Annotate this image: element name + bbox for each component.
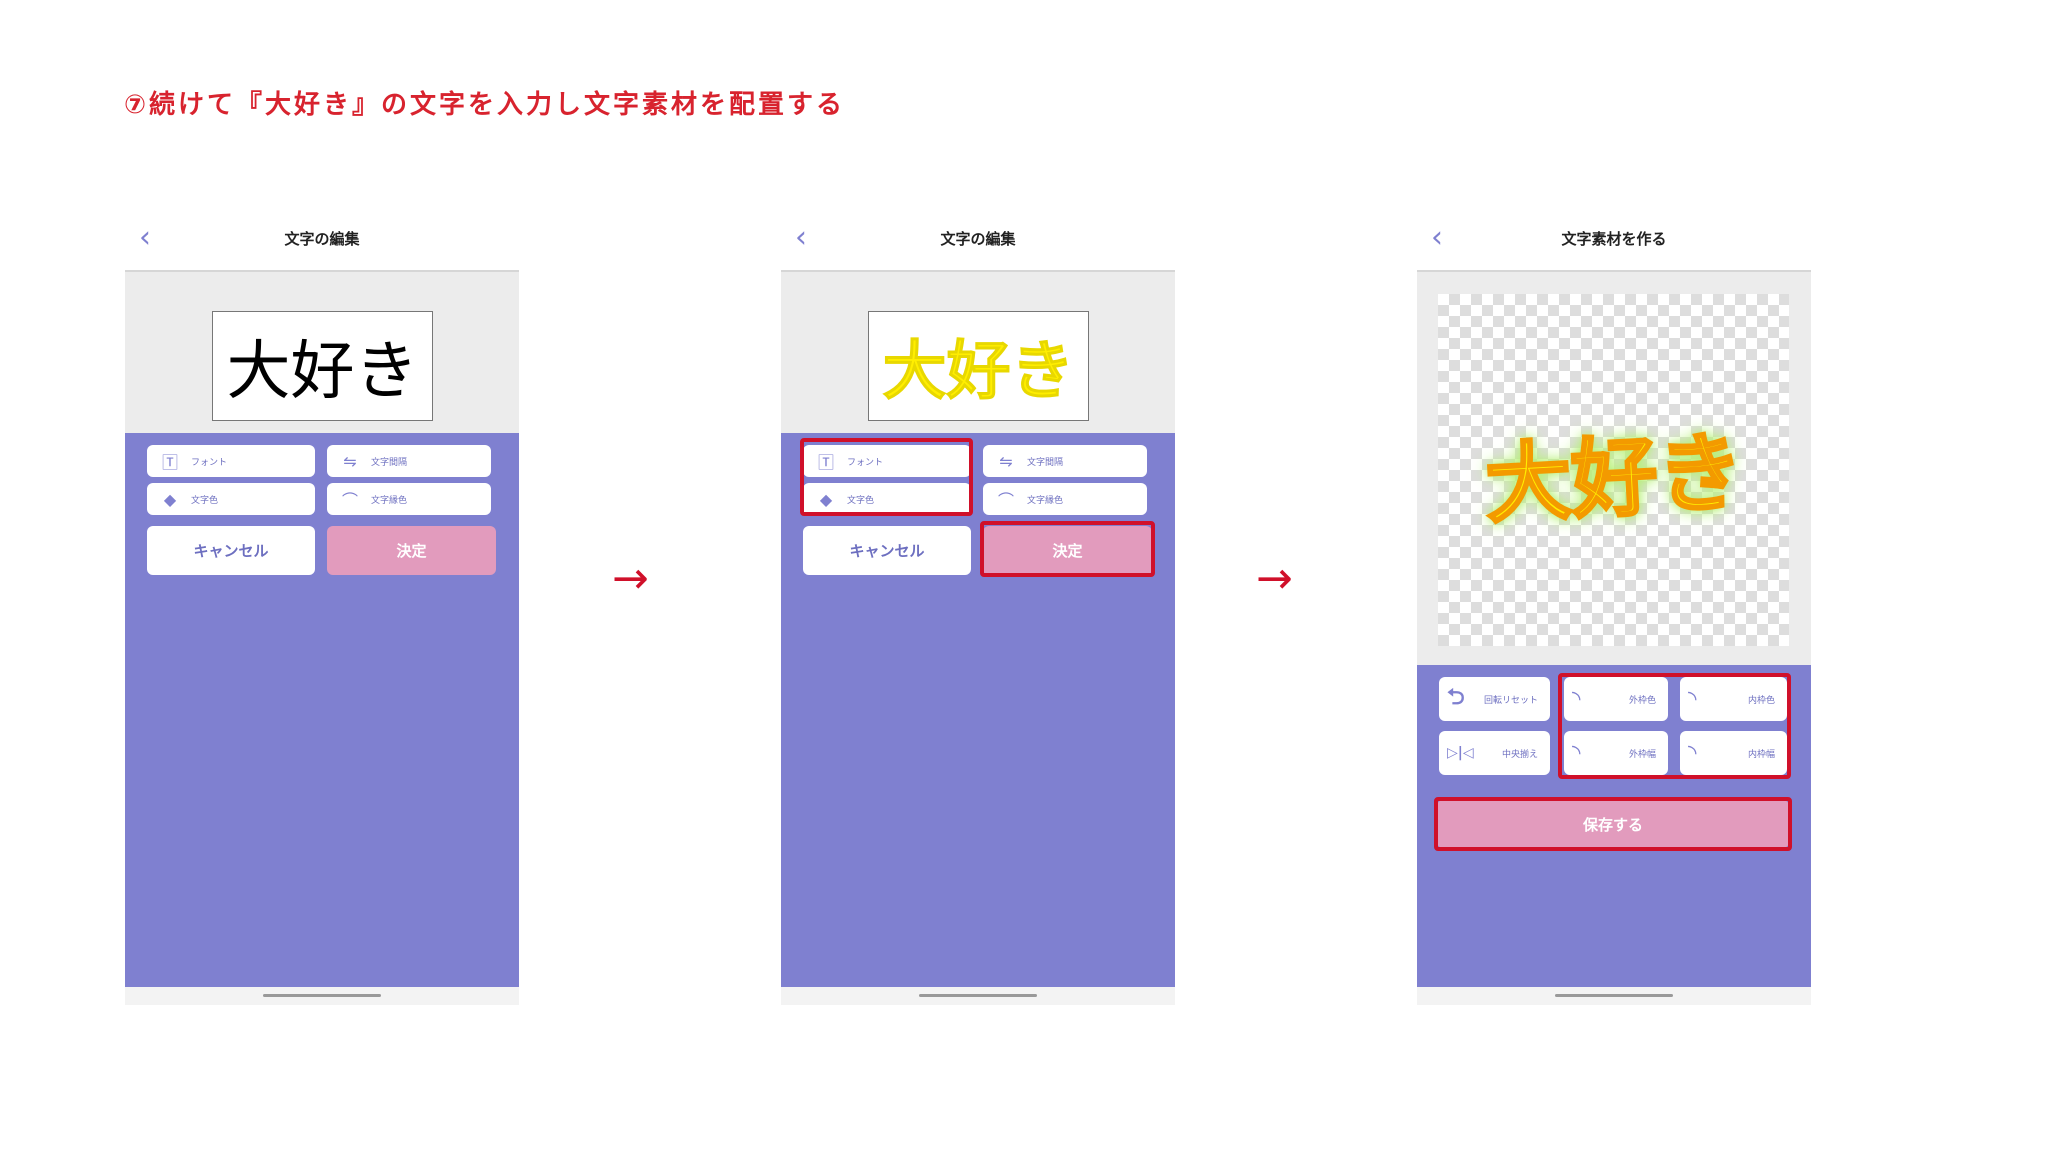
confirm-button[interactable]: 決定	[327, 526, 496, 575]
control-area: 🅃 フォント ⇋ 文字間隔 ◆ 文字色 ⌒ 文字縁色 キャンセル 決定	[125, 433, 519, 987]
screen-title: 文字の編集	[284, 230, 360, 248]
control-area: ⮌ 回転リセット ◝ 外枠色 ◝ 内枠色 ▷|◁ 中央揃え ◝ 外枠幅 ◝ 内枠幅 保存する	[1417, 665, 1811, 987]
screen-edit-text-2: ‹ 文字の編集 大好き 🅃 フォント ⇋ 文字間隔 ◆ 文字色 ⌒ 文字縁色 キャンセル…	[781, 210, 1175, 1005]
center-align-icon: ▷|◁	[1447, 745, 1474, 761]
spacing-label: 文字間隔	[1027, 457, 1064, 468]
edge-paint-icon: ⌒	[341, 491, 358, 510]
outer-color-label: 外枠色	[1628, 695, 1656, 706]
screen-title: 文字の編集	[940, 230, 1016, 248]
paint-bucket-icon: ◆	[819, 489, 833, 509]
inner-color-icon: ◝	[1688, 686, 1697, 712]
outer-width-icon: ◝	[1572, 740, 1581, 766]
next-arrow: →	[1256, 553, 1293, 604]
home-indicator	[1555, 994, 1673, 997]
preview-area: 大好き	[125, 272, 519, 433]
next-arrow: →	[612, 553, 649, 604]
edge-color-label: 文字縁色	[1027, 495, 1064, 506]
edge-color-button[interactable]: ⌒ 文字縁色	[983, 483, 1147, 515]
font-button[interactable]: 🅃 フォント	[803, 445, 971, 477]
spacing-icon: ⇋	[343, 451, 357, 471]
text-preview[interactable]: 大好き	[212, 311, 433, 421]
styled-preview-text: 大好き	[882, 335, 1075, 410]
edge-paint-icon: ⌒	[997, 491, 1014, 510]
inner-width-icon: ◝	[1688, 740, 1697, 766]
font-label: フォント	[191, 457, 228, 468]
spacing-icon: ⇋	[999, 451, 1013, 471]
cancel-button[interactable]: キャンセル	[147, 526, 315, 575]
preview-area: 大好き	[781, 272, 1175, 433]
outer-width-button[interactable]: ◝ 外枠幅	[1564, 731, 1668, 775]
inner-width-label: 内枠幅	[1747, 749, 1775, 760]
text-color-button[interactable]: ◆ 文字色	[803, 483, 971, 515]
back-chevron-icon[interactable]: ‹	[795, 220, 807, 255]
outer-color-button[interactable]: ◝ 外枠色	[1564, 677, 1668, 721]
spacing-button[interactable]: ⇋ 文字間隔	[983, 445, 1147, 477]
save-button[interactable]: 保存する	[1437, 800, 1789, 848]
confirm-button[interactable]: 決定	[983, 526, 1152, 575]
outer-color-icon: ◝	[1572, 686, 1581, 712]
spacing-button[interactable]: ⇋ 文字間隔	[327, 445, 491, 477]
header: ‹ 文字の編集	[125, 210, 519, 272]
font-icon: 🅃	[817, 453, 834, 472]
edge-color-label: 文字縁色	[371, 495, 408, 506]
text-color-label: 文字色	[191, 495, 219, 506]
canvas-area: 大好き	[1417, 272, 1811, 665]
instruction-heading: ⑦続けて『大好き』の文字を入力し文字素材を配置する	[124, 90, 846, 120]
cancel-button[interactable]: キャンセル	[803, 526, 971, 575]
text-color-button[interactable]: ◆ 文字色	[147, 483, 315, 515]
control-area: 🅃 フォント ⇋ 文字間隔 ◆ 文字色 ⌒ 文字縁色 キャンセル 決定	[781, 433, 1175, 987]
rotate-reset-label: 回転リセット	[1483, 695, 1538, 706]
center-align-button[interactable]: ▷|◁ 中央揃え	[1439, 731, 1550, 775]
outer-width-label: 外枠幅	[1628, 749, 1656, 760]
screen-edit-text-1: ‹ 文字の編集 大好き 🅃 フォント ⇋ 文字間隔 ◆ 文字色 ⌒ 文字縁色 キャンセル…	[125, 210, 519, 1005]
center-align-label: 中央揃え	[1501, 749, 1538, 760]
edge-color-button[interactable]: ⌒ 文字縁色	[327, 483, 491, 515]
back-chevron-icon[interactable]: ‹	[139, 220, 151, 255]
back-chevron-icon[interactable]: ‹	[1431, 220, 1443, 255]
text-preview[interactable]: 大好き	[868, 311, 1089, 421]
screen-create-material: ‹ 文字素材を作る 大好き ⮌ 回転リセット ◝ 外枠色 ◝ 内枠色 ▷|◁ 中央揃え …	[1417, 210, 1811, 1005]
font-button[interactable]: 🅃 フォント	[147, 445, 315, 477]
spacing-label: 文字間隔	[371, 457, 408, 468]
inner-color-button[interactable]: ◝ 内枠色	[1680, 677, 1787, 721]
rotate-icon: ⮌	[1447, 685, 1465, 710]
text-color-label: 文字色	[847, 495, 875, 506]
rotate-reset-button[interactable]: ⮌ 回転リセット	[1439, 677, 1550, 721]
home-indicator	[919, 994, 1037, 997]
inner-color-label: 内枠色	[1747, 695, 1775, 706]
transparent-canvas[interactable]: 大好き	[1438, 294, 1789, 646]
paint-bucket-icon: ◆	[163, 489, 177, 509]
text-material[interactable]: 大好き	[1481, 420, 1747, 536]
header: ‹ 文字素材を作る	[1417, 210, 1811, 272]
home-indicator	[263, 994, 381, 997]
inner-width-button[interactable]: ◝ 内枠幅	[1680, 731, 1787, 775]
screen-title: 文字素材を作る	[1561, 230, 1667, 248]
header: ‹ 文字の編集	[781, 210, 1175, 272]
font-label: フォント	[847, 457, 884, 468]
font-icon: 🅃	[161, 453, 178, 472]
